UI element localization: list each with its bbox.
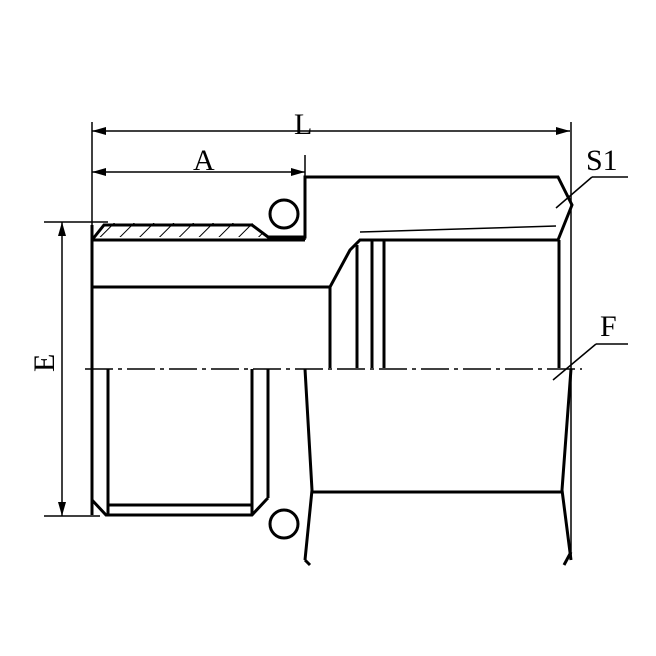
o-ring-top (268, 198, 300, 230)
o-ring-bottom (268, 508, 300, 540)
label-L: L (294, 108, 312, 141)
section-upper (90, 175, 574, 289)
label-E: E (28, 354, 61, 372)
dimension-E: E (28, 221, 108, 517)
leader-S1: S1 (555, 144, 628, 209)
label-F: F (600, 310, 617, 343)
leader-F: F (552, 310, 628, 381)
bore-lines (90, 225, 561, 515)
label-A: A (193, 144, 215, 177)
lower-view (90, 368, 573, 567)
label-S1: S1 (586, 144, 618, 177)
